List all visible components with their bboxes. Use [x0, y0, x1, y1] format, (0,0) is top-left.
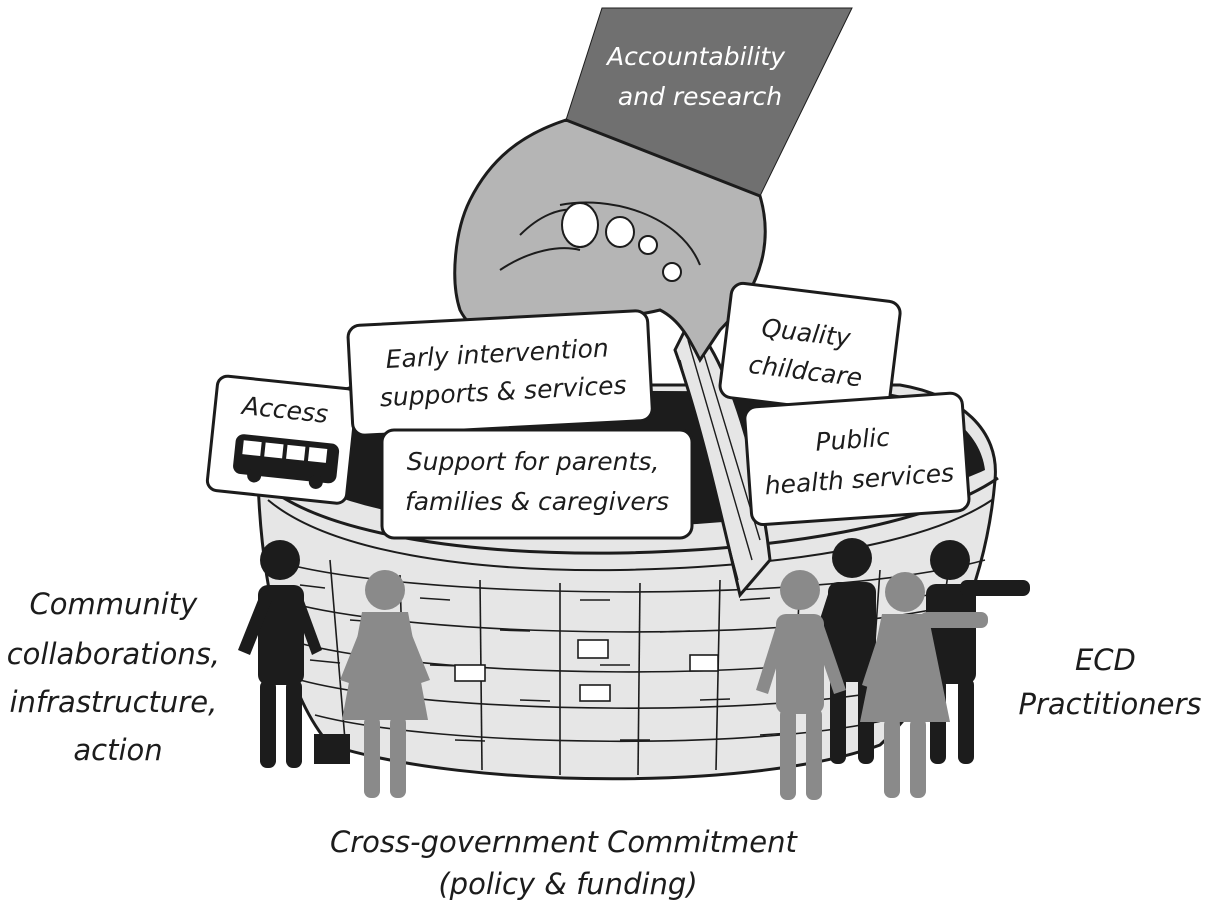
- card-access: Access: [205, 374, 359, 505]
- basket-rim: [260, 476, 999, 555]
- label-commitment-line-2: (policy & funding): [438, 867, 697, 901]
- label-ecd: ECD Practitioners: [1019, 643, 1202, 721]
- card-support-parents: Support for parents, families & caregive…: [380, 428, 694, 540]
- label-ecd-line-1: ECD: [1075, 643, 1136, 677]
- label-community-line-2: collaborations,: [7, 637, 220, 671]
- card-quality-childcare: Quality childcare: [718, 281, 902, 418]
- card-public-health-text: Public health services: [761, 418, 955, 500]
- card-support-parents-line-1: Support for parents,: [407, 447, 660, 476]
- cuff-line-1: Accountability: [605, 42, 786, 71]
- bus-icon: [233, 434, 340, 489]
- label-community-line-1: Community: [29, 587, 198, 621]
- card-public-health-line-1: Public: [814, 423, 891, 457]
- card-early-intervention: Early intervention supports & services: [346, 309, 654, 437]
- cuff-line-2: and research: [618, 82, 782, 111]
- person-gray-man-right: [756, 570, 846, 800]
- label-commitment: Cross-government Commitment (policy & fu…: [330, 825, 806, 901]
- label-community-line-4: action: [73, 733, 162, 767]
- label-community-line-3: infrastructure,: [9, 685, 217, 719]
- person-dark-left: [238, 540, 322, 768]
- person-gray-woman-left: [340, 570, 430, 798]
- card-support-parents-line-2: families & caregivers: [405, 487, 669, 516]
- briefcase-icon: [314, 734, 350, 764]
- card-public-health: Public health services: [743, 391, 971, 527]
- card-support-parents-text: Support for parents, families & caregive…: [405, 447, 669, 516]
- basket-rim-inner: [267, 499, 993, 572]
- label-commitment-line-1: Cross-government Commitment: [330, 825, 799, 859]
- person-gray-woman-right: [860, 572, 988, 798]
- person-dark-pointing: [926, 540, 1030, 764]
- cuff-label: Accountability and research: [605, 42, 793, 111]
- label-ecd-line-2: Practitioners: [1019, 687, 1202, 721]
- label-community: Community collaborations, infrastructure…: [7, 587, 230, 767]
